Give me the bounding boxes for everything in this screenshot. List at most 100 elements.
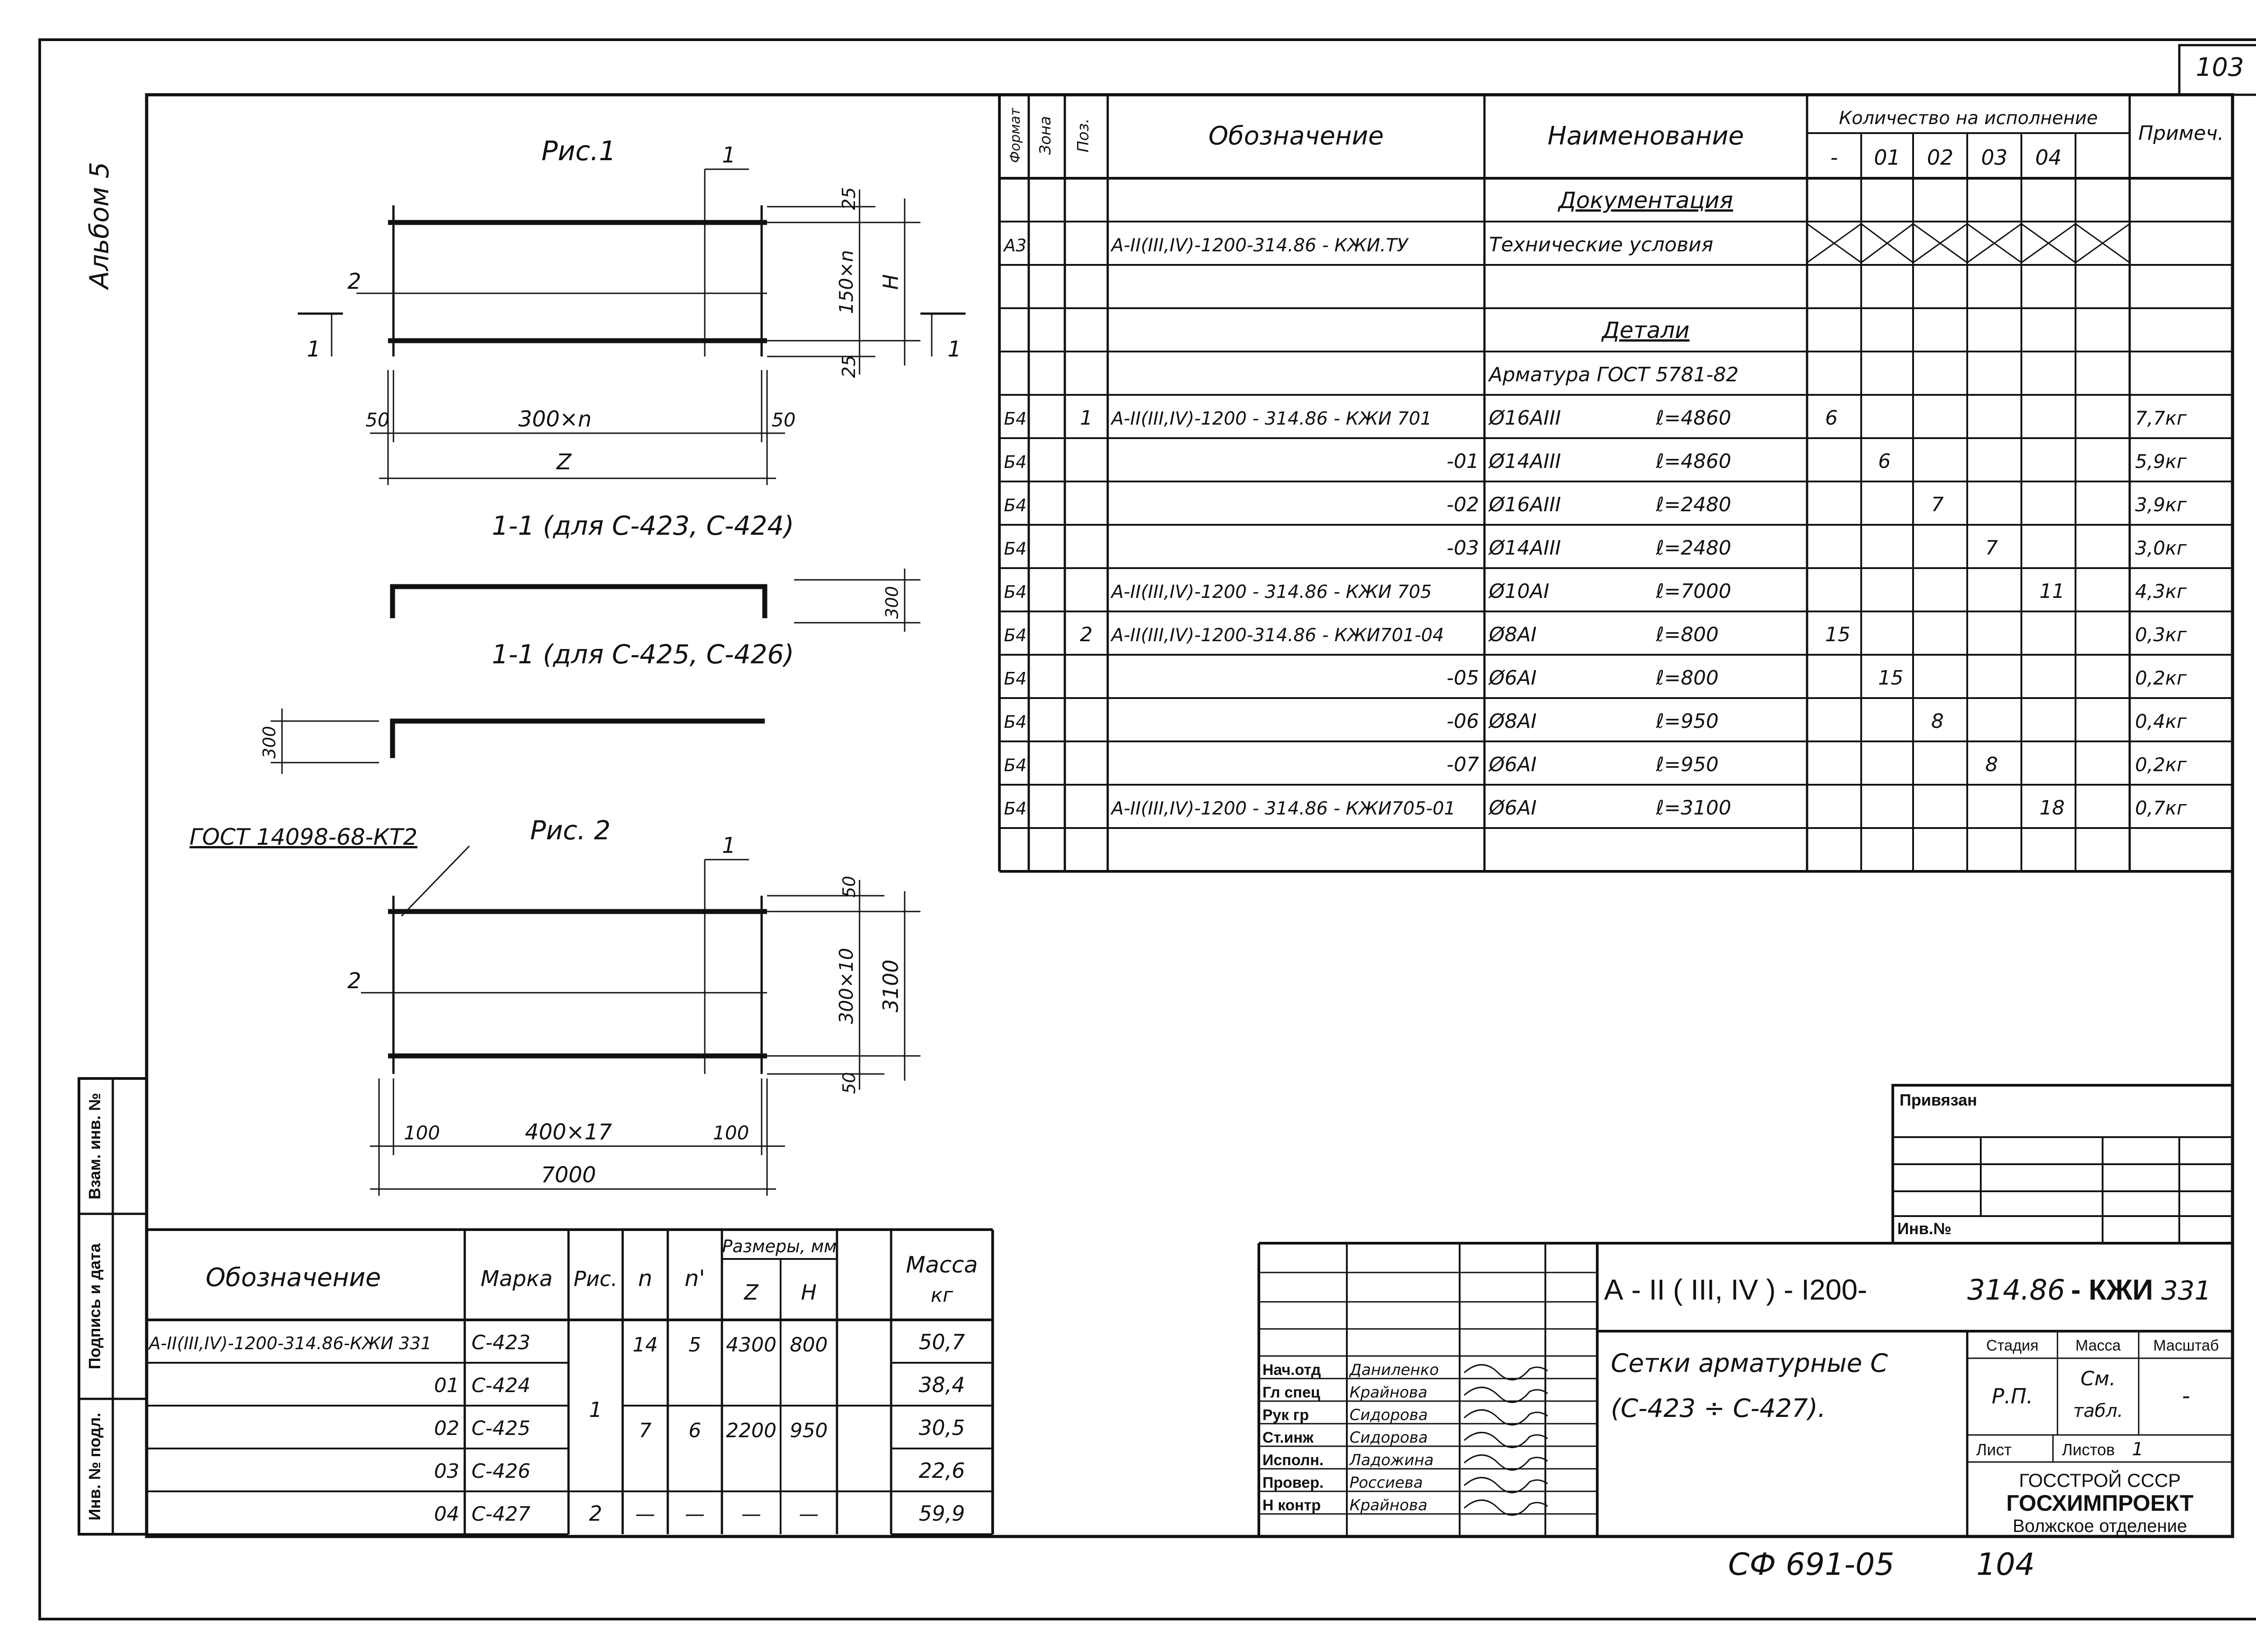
signature-icon [1464, 1454, 1548, 1471]
title-sheet-label: Лист [1976, 1440, 2011, 1459]
title-person: Даниленко [1349, 1361, 1439, 1379]
spec-note: 5,9кг [2135, 450, 2187, 472]
spec-designation: -07 [1447, 753, 1479, 776]
fig1-hook-a: 300 [882, 586, 902, 619]
title-sheets-label: Листов [2062, 1440, 2115, 1459]
privyazan-inv: Инв.№ [1897, 1219, 1951, 1238]
spec-note: 0,4кг [2135, 710, 2187, 732]
spec-qty-col-3: 03 [1981, 145, 2008, 170]
spec-format: Б4 [1004, 799, 1026, 819]
spec-qty-col-base: - [1831, 145, 1838, 170]
sheet-number-box [2178, 44, 2256, 96]
title-org-2: ГОСХИМПРОЕКТ [2006, 1490, 2194, 1516]
spec-note: 0,3кг [2135, 624, 2187, 646]
marks-mass: 30,5 [919, 1416, 965, 1440]
spec-designation: -06 [1447, 710, 1479, 733]
spec-name: Ø16АIII [1488, 493, 1561, 516]
fig1-dim-top: 25 [839, 187, 860, 210]
title-code-print: А - II ( III, IV ) - I200- [1604, 1273, 1867, 1306]
fig2-title: Рис. 2 [530, 815, 610, 846]
fig1-cut-left: 1 [307, 337, 321, 362]
spec-cross-line [1913, 223, 1968, 264]
marks-fig-a: 1 [589, 1397, 602, 1422]
spec-qty: 7 [1931, 493, 1944, 516]
marks-group1-n: 14 [633, 1333, 658, 1356]
title-code-tail: - КЖИ [2071, 1273, 2153, 1306]
marks-mass: 22,6 [919, 1458, 965, 1483]
marks-header-n1: n' [684, 1265, 705, 1291]
spec-length: ℓ=950 [1655, 710, 1719, 733]
spec-header-note: Примеч. [2138, 122, 2224, 145]
marks-header-z: Z [743, 1280, 759, 1305]
spec-designation: -05 [1447, 666, 1479, 689]
spec-qty: 8 [1931, 710, 1944, 733]
fig1-dim-left: 50 [365, 409, 389, 431]
spec-qty-col-1: 01 [1874, 145, 1900, 170]
title-person: Сидорова [1350, 1406, 1428, 1424]
marks-mark: С-427 [472, 1503, 531, 1526]
fig1-pos-2: 2 [347, 269, 361, 294]
inner-frame [145, 93, 2234, 1538]
spec-pos: 2 [1080, 623, 1093, 646]
title-person: Ладожина [1349, 1451, 1434, 1469]
marks-row5-z: — [741, 1503, 761, 1526]
spec-header-format: Формат [1008, 107, 1023, 163]
fig1-dim-mid: 150×n [835, 250, 857, 314]
title-org-3: Волжское отделение [2013, 1516, 2187, 1536]
spec-section-title: Документация [1558, 187, 1733, 213]
spec-cross-line [2021, 223, 2076, 264]
spec-format: Б4 [1004, 495, 1026, 515]
fig2-section-mark: 1 [722, 833, 736, 858]
marks-fig-b: 2 [589, 1501, 602, 1526]
spec-subsection: Арматура ГОСТ 5781-82 [1488, 363, 1738, 386]
spec-length: ℓ=800 [1655, 666, 1719, 689]
title-mass-2: табл. [2073, 1401, 2123, 1421]
spec-qty: 11 [2039, 580, 2065, 603]
spec-pos: 1 [1080, 407, 1093, 430]
marks-group1-z: 4300 [726, 1333, 777, 1356]
fig1-section-b: 1-1 (для С-425, С-426) [492, 639, 794, 670]
spec-designation: А-II(III,IV)-1200 - 314.86 - КЖИ 705 [1110, 582, 1432, 602]
spec-format: Б4 [1004, 669, 1026, 689]
marks-header-mass-unit: кг [931, 1284, 954, 1307]
signature-icon [1464, 1364, 1548, 1381]
marks-mark: С-424 [472, 1374, 531, 1397]
album-label: Альбом 5 [84, 162, 115, 291]
outer-border [38, 38, 2256, 1620]
fig2-dim-left: 100 [404, 1122, 440, 1144]
spec-qty: 8 [1985, 753, 1998, 776]
spec-name: Ø8АI [1488, 623, 1537, 646]
fig2-dim-h: 3100 [878, 959, 903, 1012]
spec-length: ℓ=4860 [1655, 407, 1731, 430]
spec-note: 3,0кг [2135, 537, 2187, 559]
spec-name: Ø16АIII [1488, 407, 1561, 430]
spec-qty: 6 [1825, 407, 1838, 430]
spec-designation: А-II(III,IV)-1200-314.86 - КЖИ.ТУ [1110, 235, 1409, 256]
title-person: Сидорова [1350, 1429, 1428, 1447]
title-scale-label: Масштаб [2153, 1337, 2219, 1354]
fig2-dim-top: 50 [839, 876, 859, 898]
marks-header-mass: Масса [906, 1252, 978, 1278]
marks-mark: С-423 [472, 1331, 531, 1354]
title-role: Н контр [1262, 1497, 1321, 1514]
spec-name: Ø6АI [1488, 666, 1537, 689]
marks-group1-h: 800 [790, 1333, 828, 1356]
spec-qty: 15 [1825, 623, 1850, 646]
side-stamp: Взам. инв. № Подпись и дата Инв. № подл. [78, 1077, 148, 1536]
fig2-gost: ГОСТ 14098-68-КТ2 [190, 824, 417, 850]
spec-cross-line [1967, 223, 2022, 264]
privyazan-block: Привязан Инв.№ [1891, 1084, 2234, 1245]
title-role: Ст.инж [1262, 1429, 1314, 1446]
marks-mark: С-425 [472, 1417, 531, 1440]
spec-note: 0,7кг [2135, 797, 2187, 819]
title-person: Россиева [1350, 1474, 1423, 1492]
fig1-dim-right: 50 [772, 409, 795, 431]
fig2-pos-2: 2 [347, 968, 361, 994]
spec-length: ℓ=4860 [1655, 450, 1731, 473]
spec-cross-line [1861, 223, 1914, 264]
marks-designation: 02 [434, 1417, 459, 1440]
signature-icon [1464, 1387, 1548, 1403]
